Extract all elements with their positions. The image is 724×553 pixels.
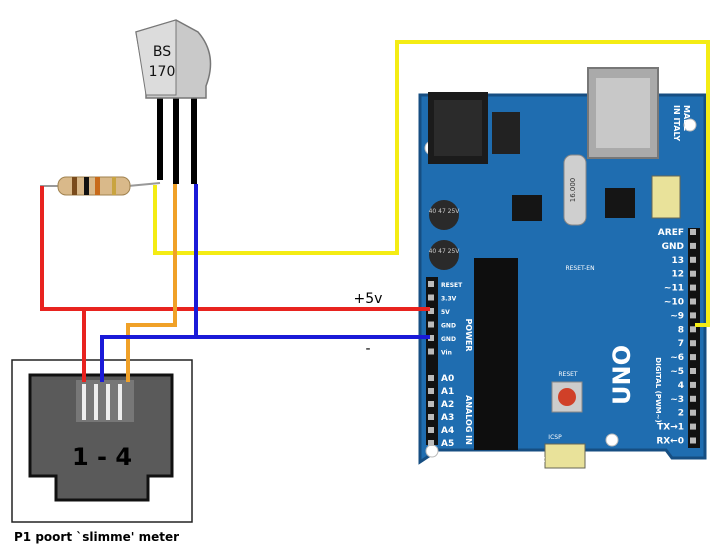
digital-pin-socket bbox=[690, 270, 696, 277]
arduino-uno-board: 16.000 40 47 25V 40 47 25V RESET bbox=[418, 67, 707, 469]
digital-pin-label: 13 bbox=[671, 256, 684, 266]
made-in-label-1: MADE bbox=[682, 105, 691, 131]
digital-pin-socket bbox=[690, 437, 696, 444]
digital-pin-socket bbox=[690, 354, 696, 361]
analog-pin-socket bbox=[428, 401, 434, 407]
digital-pin-label: 7 bbox=[678, 339, 684, 349]
bs170-transistor: BS 170 bbox=[135, 19, 212, 184]
power-pin-label: GND bbox=[441, 336, 456, 343]
transistor-marking-2: 170 bbox=[149, 64, 176, 80]
power-pin-socket bbox=[428, 335, 434, 341]
plus-5v-label: +5v bbox=[354, 291, 383, 307]
digital-pin-socket bbox=[690, 326, 696, 333]
analog-pin-label: A1 bbox=[441, 387, 454, 397]
power-pin-label: RESET bbox=[441, 282, 463, 289]
power-pin-label: 3.3V bbox=[441, 296, 457, 303]
blue-wire bbox=[194, 184, 430, 339]
power-pin-socket bbox=[428, 348, 434, 355]
analog-pin-label: A4 bbox=[441, 426, 454, 436]
digital-pin-label: TX→1 bbox=[657, 423, 684, 433]
digital-pin-label: RX←0 bbox=[656, 437, 684, 447]
blue-wire-to-connector bbox=[100, 335, 196, 382]
digital-pin-label: ~9 bbox=[670, 311, 684, 321]
digital-pin-socket bbox=[690, 284, 696, 291]
capacitor-1: 40 47 25V bbox=[429, 200, 461, 230]
connector-caption: P1 poort `slimme' meter bbox=[14, 530, 180, 544]
transistor-marking-1: BS bbox=[153, 44, 171, 60]
analog-pin-label: A5 bbox=[441, 439, 454, 449]
reset-label: RESET bbox=[558, 371, 578, 378]
digital-pin-socket bbox=[690, 242, 696, 249]
crystal-label: 16.000 bbox=[569, 178, 577, 203]
reset-en-label: RESET-EN bbox=[565, 265, 594, 272]
analog-pin-socket bbox=[428, 375, 434, 381]
power-pin-label: GND bbox=[441, 323, 456, 330]
digital-pin-label: ~11 bbox=[664, 284, 684, 294]
digital-pin-socket bbox=[690, 395, 696, 402]
digital-pin-socket bbox=[690, 312, 696, 319]
digital-pin-socket bbox=[690, 256, 696, 263]
power-pin-label: Vin bbox=[441, 350, 452, 357]
analog-pin-socket bbox=[428, 427, 434, 433]
capacitor-2-label: 40 47 25V bbox=[429, 248, 461, 255]
capacitor-2: 40 47 25V bbox=[429, 240, 461, 270]
digital-pin-socket bbox=[690, 340, 696, 347]
power-pin-socket bbox=[428, 294, 434, 301]
icsp-header-usb bbox=[651, 175, 681, 219]
resistor bbox=[40, 176, 161, 196]
digital-pin-label: ~6 bbox=[670, 353, 684, 363]
digital-header bbox=[688, 228, 700, 448]
analog-pin-socket bbox=[428, 388, 434, 394]
digital-pin-label: ~10 bbox=[664, 298, 684, 308]
power-header-title: POWER bbox=[464, 318, 473, 351]
crystal-oscillator: 16.000 bbox=[563, 154, 587, 226]
usb-chip bbox=[512, 195, 542, 221]
rj11-connector: 1 - 4 bbox=[11, 359, 193, 523]
digital-pin-label: 2 bbox=[678, 409, 684, 419]
analog-pin-label: A2 bbox=[441, 400, 454, 410]
website-label: WWW.ARDUINO.CC bbox=[471, 456, 546, 464]
power-pin-socket bbox=[428, 281, 434, 287]
digital-pin-socket bbox=[690, 381, 696, 388]
analog-pin-socket bbox=[428, 440, 434, 446]
atmega16u2-chip bbox=[605, 188, 635, 218]
dc-power-jack bbox=[428, 92, 488, 164]
power-pin-label: 5V bbox=[441, 309, 450, 316]
rj11-contacts bbox=[76, 380, 134, 422]
digital-pin-label: 4 bbox=[678, 381, 684, 391]
voltage-regulator bbox=[492, 112, 520, 154]
digital-pin-socket bbox=[690, 229, 696, 235]
digital-pin-socket bbox=[690, 298, 696, 305]
digital-pin-label: 12 bbox=[671, 270, 684, 280]
made-in-label-2: IN ITALY bbox=[672, 105, 681, 141]
rj11-pin-label: 1 - 4 bbox=[72, 443, 132, 471]
power-pin-socket bbox=[428, 308, 434, 314]
atmega328-chip bbox=[474, 258, 518, 450]
minus-label: - bbox=[365, 341, 370, 357]
digital-pin-socket bbox=[690, 368, 696, 374]
icsp-label: ICSP bbox=[548, 434, 562, 441]
digital-pin-socket bbox=[690, 409, 696, 416]
digital-pin-label: ~3 bbox=[670, 395, 684, 405]
analog-pin-label: A0 bbox=[441, 374, 454, 384]
icsp-header bbox=[544, 443, 586, 469]
yellow-wire bbox=[153, 40, 710, 327]
uno-logo: UNO bbox=[608, 345, 636, 405]
power-pin-socket bbox=[428, 321, 434, 328]
usb-connector bbox=[587, 67, 659, 159]
reset-button[interactable] bbox=[551, 381, 583, 413]
digital-pin-label: GND bbox=[662, 242, 684, 252]
capacitor-1-label: 40 47 25V bbox=[429, 208, 461, 215]
analog-header-title: ANALOG IN bbox=[464, 395, 473, 445]
digital-pin-socket bbox=[690, 423, 696, 430]
orange-wire bbox=[126, 184, 177, 382]
analog-pin-label: A3 bbox=[441, 413, 454, 423]
digital-pin-label: ~5 bbox=[670, 367, 684, 377]
digital-pin-label: 8 bbox=[678, 325, 684, 335]
digital-pin-label: AREF bbox=[658, 228, 684, 238]
digital-header-title: DIGITAL (PWM~) bbox=[654, 357, 662, 422]
analog-pin-socket bbox=[428, 414, 434, 420]
red-wire bbox=[40, 186, 430, 311]
